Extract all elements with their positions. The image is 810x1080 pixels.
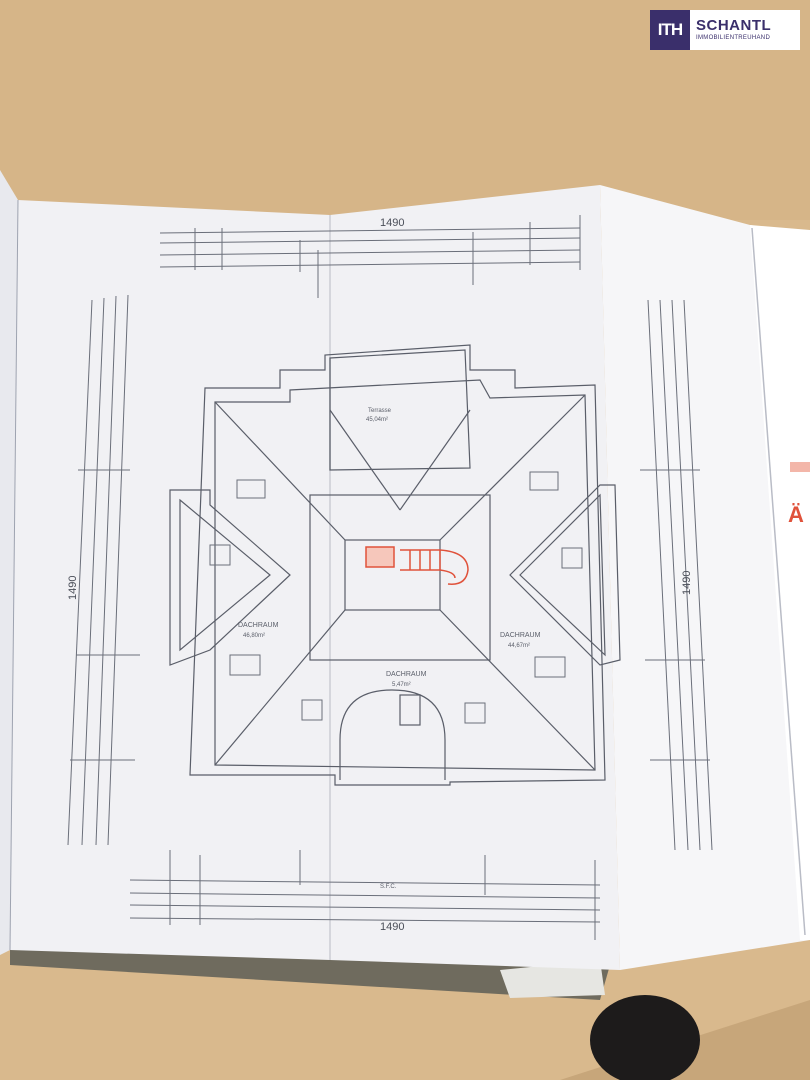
dim-right: 1490 [681,571,693,595]
roof-windows [209,471,583,724]
right-dimension-chain [640,299,713,851]
logo-subtitle: IMMOBILIENTREUHAND [696,35,771,41]
dim-bottom: 1490 [380,921,404,933]
roof-plan [169,344,621,786]
bottom-note: S.F.C. [380,884,397,890]
terrace-label: Terrasse [368,408,392,414]
stair-markup [365,546,469,585]
stamp-box [790,462,810,472]
logo-name: SCHANTL [696,17,772,34]
blueprint-sheet [10,185,620,970]
red-heading: Ä [788,502,804,527]
logo-text: SCHANTL IMMOBILIENTREUHAND [690,10,800,50]
folded-panel [600,185,810,970]
terrace-area: 45,04m² [366,417,388,423]
room-bottom-label: DACHRAUM [386,671,427,678]
logo-mark: ITH [650,10,690,50]
room-left-area: 46,80m² [243,633,265,639]
dim-top: 1490 [380,217,404,229]
paper-stack [10,940,610,1000]
room-right-label: DACHRAUM [500,632,541,639]
shoe [590,995,700,1080]
paper-stack-light [500,960,605,998]
top-dimension-chain [159,215,581,298]
dim-left: 1490 [67,576,79,600]
binder-edge [0,170,18,955]
left-dimension-chain [67,294,140,846]
room-left-label: DACHRAUM [238,622,279,629]
bottom-dimension-chain [129,850,601,940]
room-bottom-area: 5,47m² [392,682,411,688]
company-logo: ITH SCHANTL IMMOBILIENTREUHAND [650,10,800,50]
room-right-area: 44,67m² [508,643,530,649]
